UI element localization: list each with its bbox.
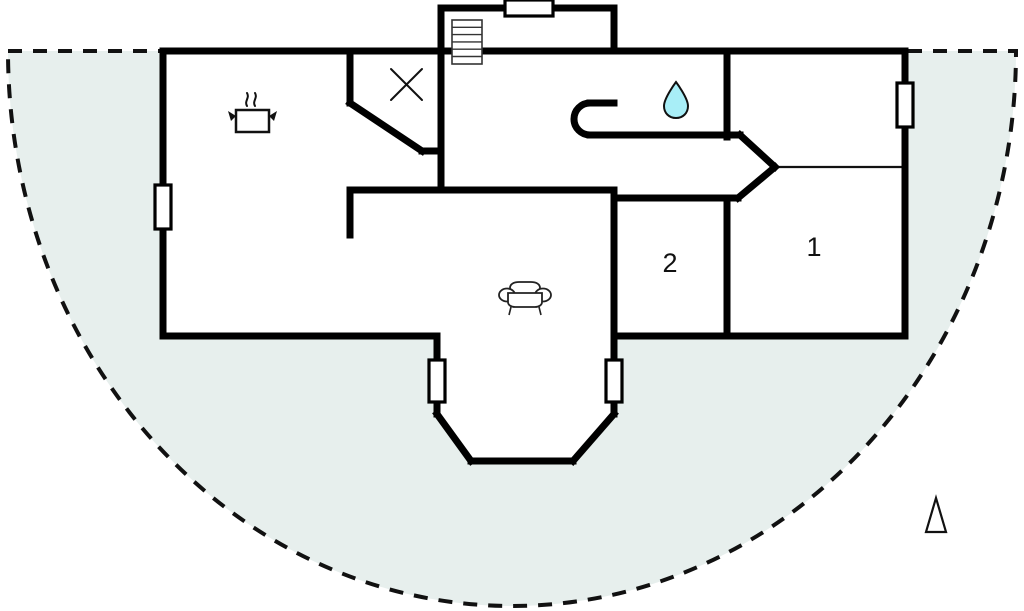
window-bay-right	[604, 358, 624, 404]
stairs-icon	[451, 19, 483, 65]
sofa-icon	[498, 281, 552, 316]
water-drop-icon	[662, 80, 690, 120]
wall-angled-upper	[735, 130, 780, 172]
wall-angled-lower	[733, 162, 780, 203]
window-top-exterior	[503, 0, 555, 18]
curved-wall-end	[570, 99, 614, 139]
windows-group	[153, 0, 915, 404]
room-label-1: 1	[806, 232, 821, 262]
window-bay-left	[427, 358, 447, 404]
curved-wall-group	[570, 99, 614, 139]
wall-bay-diagonal-right	[568, 409, 619, 466]
window-left-exterior	[153, 183, 173, 231]
stove-icon	[228, 92, 277, 134]
property-boundary-dashed-line	[5, 49, 1019, 608]
wall-closet-diagonal-2	[345, 98, 427, 156]
north-arrow-icon	[924, 494, 948, 534]
room-label-2: 2	[662, 248, 677, 278]
wall-bay-diagonal-left	[432, 409, 476, 466]
house-interior-fill	[163, 51, 905, 461]
room-labels-group: 21	[662, 232, 821, 278]
window-right-exterior	[895, 81, 915, 129]
cross-icon	[390, 68, 423, 101]
